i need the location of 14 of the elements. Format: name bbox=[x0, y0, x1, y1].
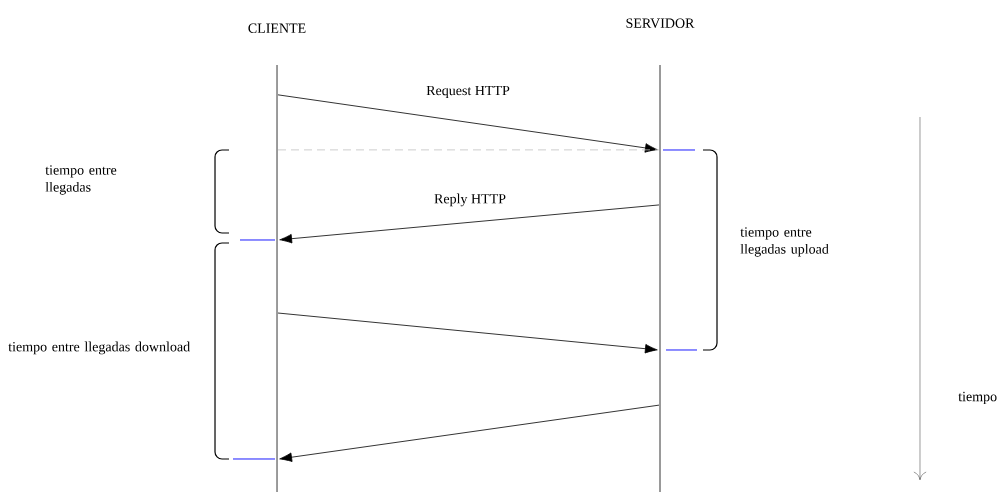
node-label: CLIENTE bbox=[248, 23, 306, 33]
lifeline: SERVIDOR bbox=[626, 18, 695, 492]
lifeline: CLIENTE bbox=[248, 23, 306, 492]
edge-label: Reply HTTP bbox=[434, 193, 506, 207]
message-arrow bbox=[279, 204, 660, 244]
time-label: tiempo entre llegadas upload bbox=[740, 227, 829, 257]
edge-label: Request HTTP bbox=[426, 85, 510, 99]
message-arrow bbox=[279, 404, 660, 462]
message-arrow bbox=[277, 94, 658, 153]
time-label: tiempo entre llegadas download bbox=[8, 341, 190, 355]
time-label: tiempo bbox=[958, 391, 997, 405]
time-label: tiempo entre llegadas bbox=[45, 165, 117, 195]
message-arrow bbox=[277, 312, 658, 354]
node-label: SERVIDOR bbox=[626, 18, 695, 28]
